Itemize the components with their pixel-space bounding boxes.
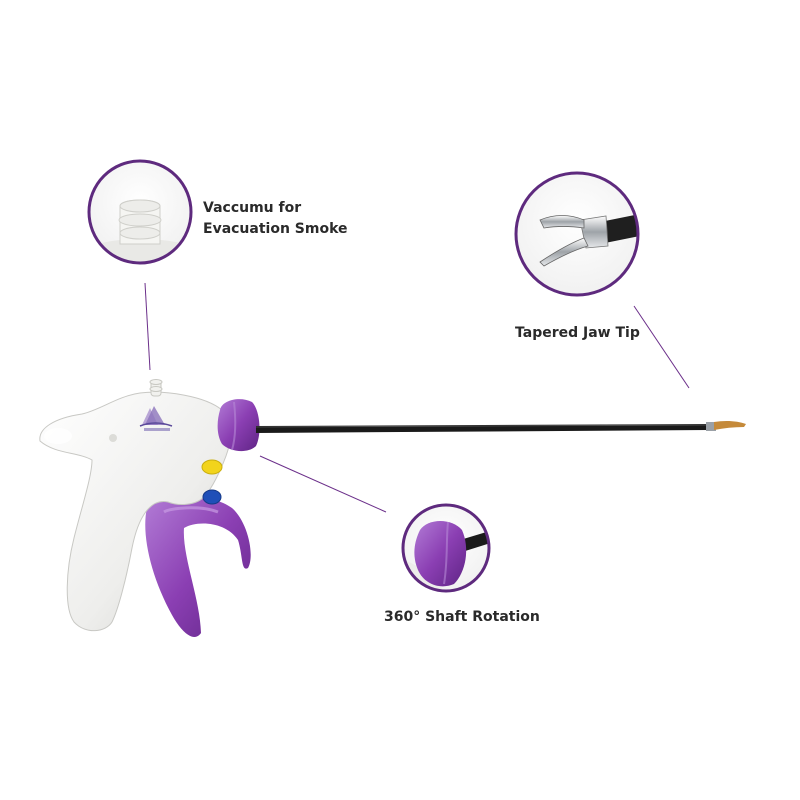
leader-line-vacuum bbox=[144, 282, 151, 371]
rotation-knob bbox=[217, 399, 260, 452]
yellow-button bbox=[201, 459, 223, 475]
callout-label-vacuum: Vaccumu for Evacuation Smoke bbox=[203, 198, 348, 240]
callout-circle-jaw bbox=[514, 171, 640, 297]
blue-button bbox=[202, 489, 222, 505]
brand-logo bbox=[139, 406, 173, 431]
leader-line-rotation bbox=[259, 455, 387, 513]
leader-lines bbox=[144, 282, 690, 513]
shaft bbox=[255, 420, 746, 433]
trigger bbox=[145, 496, 251, 637]
leader-line-jaw bbox=[633, 305, 690, 389]
callout-circle-vacuum bbox=[87, 159, 193, 265]
callout-label-vacuum-line1: Vaccumu for bbox=[203, 200, 302, 216]
vacuum-port bbox=[149, 379, 163, 397]
buttons bbox=[201, 459, 223, 505]
callout-label-vacuum-line2: Evacuation Smoke bbox=[203, 221, 348, 237]
handle-body bbox=[39, 391, 231, 632]
callout-label-rotation: 360° Shaft Rotation bbox=[384, 609, 540, 625]
callout-label-jaw-tip: Tapered Jaw Tip bbox=[515, 325, 640, 341]
callout-circle-rotation bbox=[401, 503, 491, 593]
